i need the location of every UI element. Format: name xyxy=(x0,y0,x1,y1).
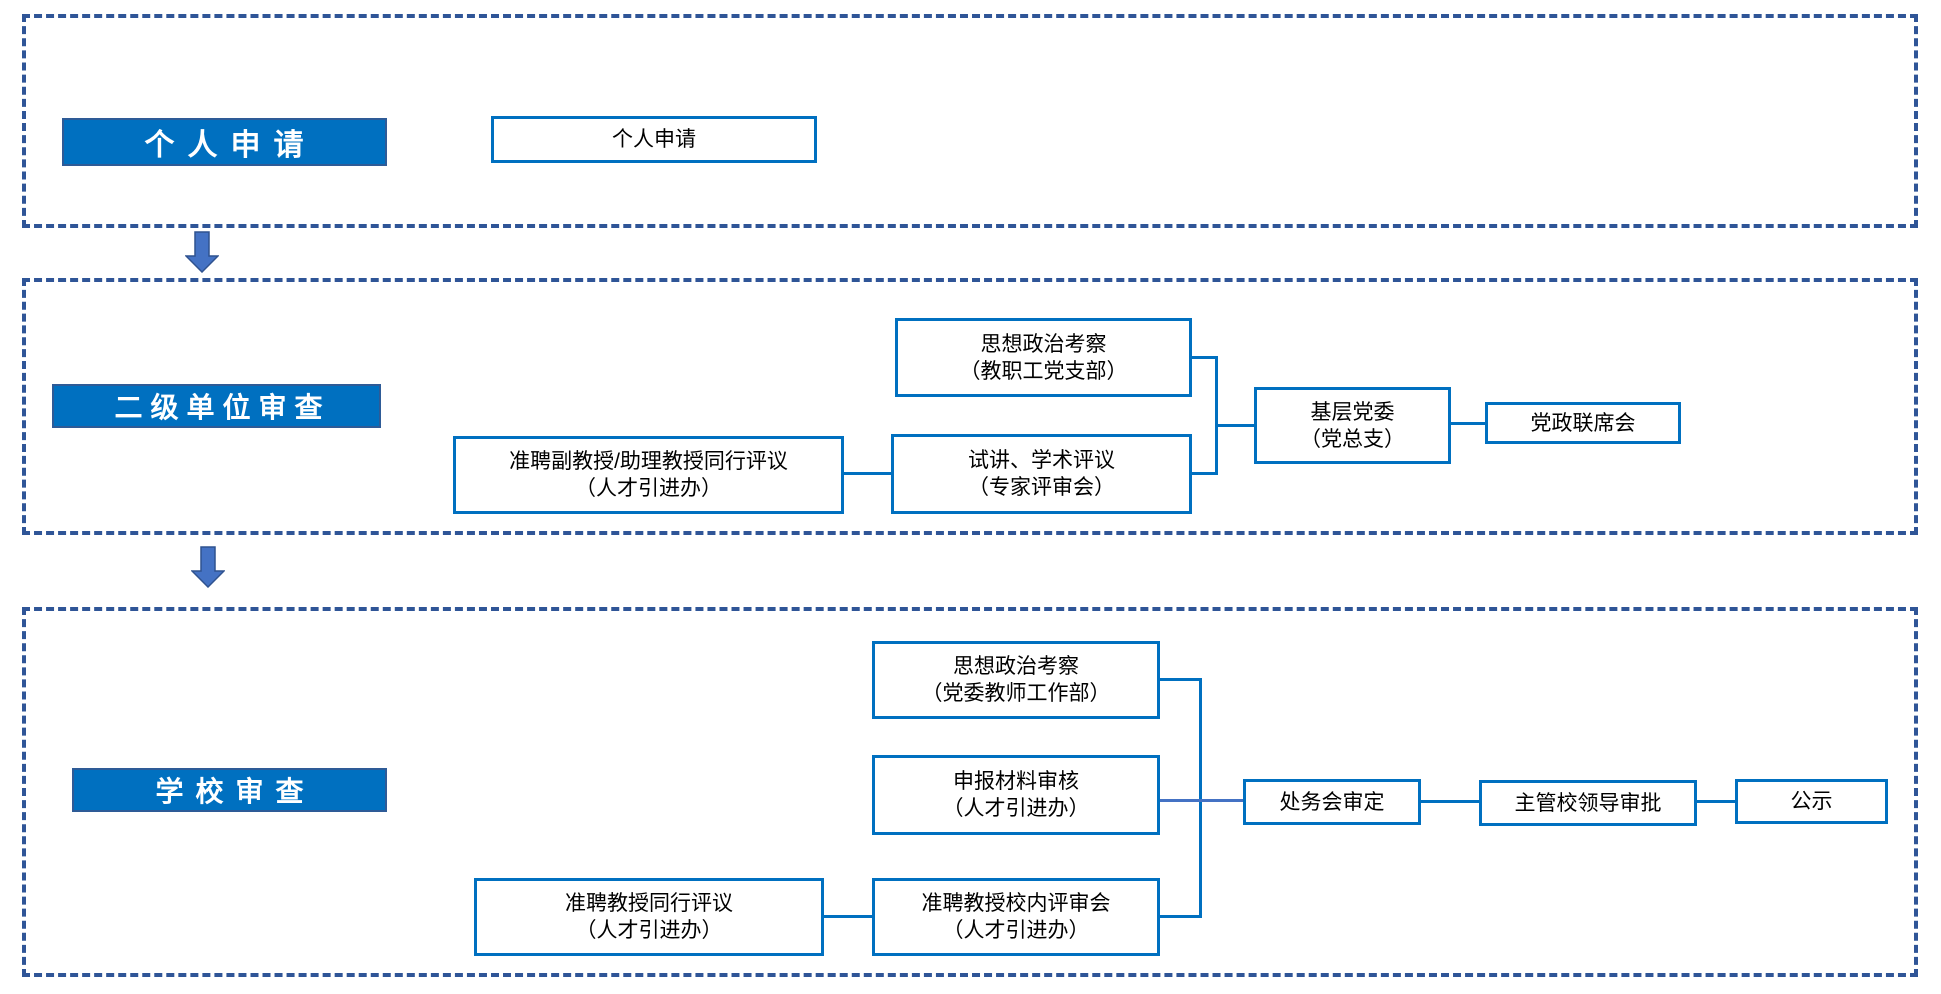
stage-label-school-review: 学校审查 xyxy=(72,768,387,812)
node-line: 党政联席会 xyxy=(1530,411,1636,435)
node-line: 准聘教授校内评审会 xyxy=(921,892,1111,915)
node-line: 准聘教授同行评议 xyxy=(565,892,733,915)
node-pre-appointment-assoc-prof-peer-review: 准聘副教授/助理教授同行评议 （人才引进办） xyxy=(453,436,844,514)
node-ideological-political-review-school: 思想政治考察 （党委教师工作部） xyxy=(872,641,1160,719)
node-line: （人才引进办） xyxy=(942,919,1090,942)
section-school-review xyxy=(22,607,1918,977)
connector-material-review-to-division-meeting xyxy=(1160,799,1243,802)
connector-school-spine-v xyxy=(1199,678,1202,918)
node-line: 思想政治考察 xyxy=(980,332,1107,356)
node-line: （人才引进办） xyxy=(575,477,722,500)
node-school-leader-approval: 主管校领导审批 xyxy=(1479,780,1697,826)
connector-spine-to-party-committee xyxy=(1218,424,1254,427)
connector-ideological-elbow-h xyxy=(1192,356,1218,359)
connector-peer-review-to-trial-lecture xyxy=(844,472,891,475)
connector-division-meeting-to-leader-approval xyxy=(1421,800,1479,803)
node-party-admin-joint-meeting: 党政联席会 xyxy=(1485,402,1681,444)
node-public-announcement: 公示 xyxy=(1735,779,1888,824)
node-personal-application: 个人申请 xyxy=(491,116,817,163)
node-line: （党委教师工作部） xyxy=(921,682,1111,705)
section-secondary-unit-review xyxy=(22,278,1918,535)
node-line: 准聘副教授/助理教授同行评议 xyxy=(509,450,788,473)
connector-leader-approval-to-public-announcement xyxy=(1697,800,1735,803)
node-line: （人才引进办） xyxy=(942,797,1090,820)
connector-internal-review-elbow-h xyxy=(1160,915,1202,918)
connector-ideological-school-elbow-h xyxy=(1160,678,1202,681)
node-line: 主管校领导审批 xyxy=(1514,791,1662,815)
connector-party-committee-to-joint-meeting xyxy=(1451,422,1485,425)
node-line: 公示 xyxy=(1790,790,1833,813)
connector-peer-review-to-internal-review xyxy=(824,915,872,918)
connector-spine-v xyxy=(1215,356,1218,475)
node-line: 申报材料审核 xyxy=(953,770,1079,793)
node-pre-appointment-prof-internal-review-meeting: 准聘教授校内评审会 （人才引进办） xyxy=(872,878,1160,956)
stage-label-text: 学校审查 xyxy=(155,776,316,807)
node-ideological-political-review-branch: 思想政治考察 （教职工党支部） xyxy=(895,318,1192,397)
stage-label-secondary-unit-review: 二级单位审查 xyxy=(52,384,381,428)
node-line: （专家评审会） xyxy=(968,476,1115,499)
node-line: 基层党委 xyxy=(1310,400,1395,424)
node-line: 思想政治考察 xyxy=(953,655,1079,678)
node-grassroots-party-committee: 基层党委 （党总支） xyxy=(1254,387,1451,464)
stage-label-personal-application: 个人申请 xyxy=(62,118,387,166)
node-division-meeting-approval: 处务会审定 xyxy=(1243,779,1421,825)
node-line: 个人申请 xyxy=(612,128,696,151)
node-line: 试讲、学术评议 xyxy=(968,449,1115,472)
node-line: （党总支） xyxy=(1300,427,1405,451)
arrow-down-icon xyxy=(191,546,225,588)
stage-label-text: 个人申请 xyxy=(144,129,317,162)
connector-trial-elbow-h xyxy=(1192,472,1218,475)
arrow-down-icon xyxy=(185,231,219,273)
node-line: （人才引进办） xyxy=(575,919,723,942)
node-trial-lecture-academic-review: 试讲、学术评议 （专家评审会） xyxy=(891,434,1192,514)
node-pre-appointment-prof-peer-review: 准聘教授同行评议 （人才引进办） xyxy=(474,878,824,956)
node-application-material-review: 申报材料审核 （人才引进办） xyxy=(872,755,1160,835)
stage-label-text: 二级单位审查 xyxy=(114,392,331,423)
node-line: 处务会审定 xyxy=(1279,790,1385,814)
section-personal-application xyxy=(22,14,1918,228)
node-line: （教职工党支部） xyxy=(959,359,1128,383)
